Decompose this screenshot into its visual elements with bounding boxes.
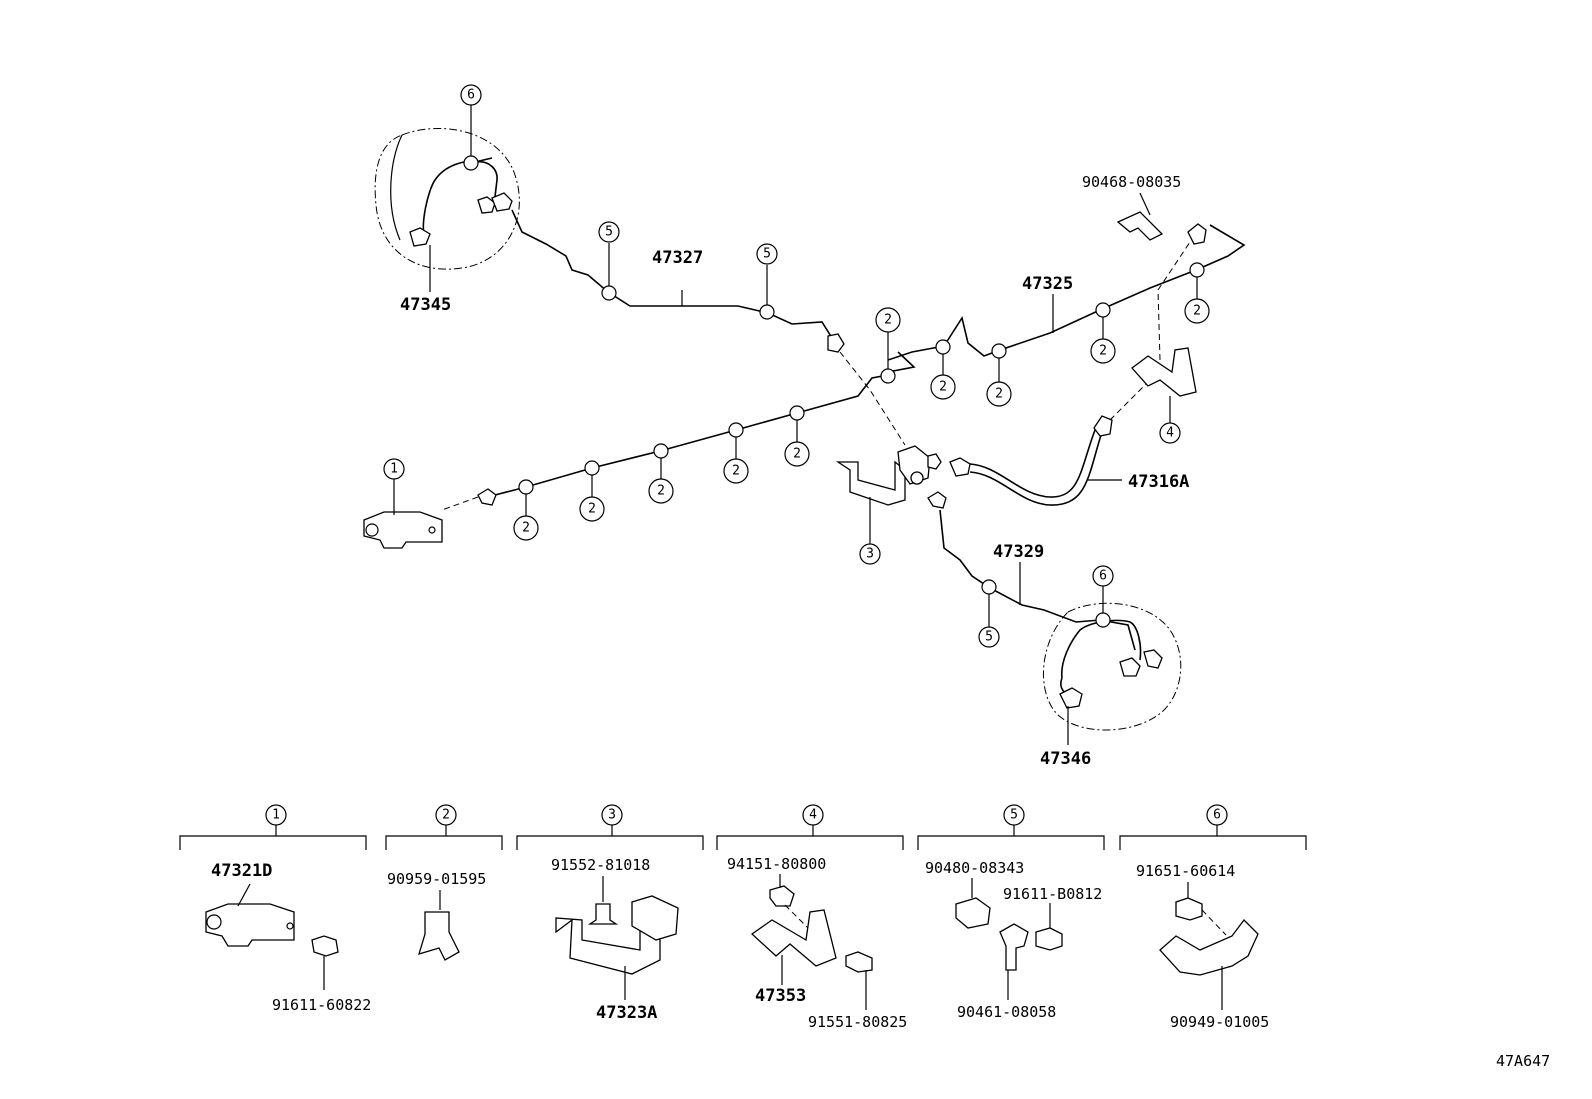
svg-text:5: 5 [1010,808,1018,823]
group-4-index: 4 [802,804,824,826]
legend-part-47321D [205,903,295,947]
svg-text:5: 5 [763,247,771,262]
callout-2h: 2 [648,478,674,504]
label-91552-81018[interactable]: 91552-81018 [551,856,650,874]
left-brake-drum [374,128,520,270]
svg-text:2: 2 [588,502,596,517]
callout-2i: 2 [723,458,749,484]
junction-bracket [835,445,942,506]
svg-text:3: 3 [866,547,874,562]
nut-94151-80800 [769,885,795,907]
clamp-90461-08058 [999,923,1029,971]
grommet-90480-08343 [955,897,991,929]
label-91611-B0812[interactable]: 91611-B0812 [1003,885,1102,903]
svg-text:5: 5 [605,225,613,240]
label-90949-01005[interactable]: 90949-01005 [1170,1013,1269,1031]
label-47321D[interactable]: 47321D [211,861,272,881]
callout-4: 4 [1159,422,1181,444]
bolt-91611-B0812 [1035,927,1063,951]
callout-6b: 6 [1092,565,1114,587]
callout-2e: 2 [1184,298,1210,324]
label-91611-60822[interactable]: 91611-60822 [272,996,371,1014]
clamp-1 [363,511,443,549]
bolt-91651-60614 [1175,897,1203,921]
bolt-91552-81018 [587,903,619,925]
svg-text:1: 1 [390,462,398,477]
svg-text:2: 2 [793,447,801,462]
label-90480-08343[interactable]: 90480-08343 [925,859,1024,877]
callout-2a: 2 [875,307,901,333]
brake-tube-main [494,374,889,496]
svg-text:2: 2 [657,484,665,499]
bolt-91611-60822 [311,935,339,957]
group-1-index: 1 [265,804,287,826]
right-brake-drum [1042,602,1182,731]
label-47353[interactable]: 47353 [755,986,806,1006]
label-94151-80800[interactable]: 94151-80800 [727,855,826,873]
svg-text:3: 3 [608,808,616,823]
bracket-90949-01005 [1159,919,1259,976]
callout-2g: 2 [579,496,605,522]
svg-text:2: 2 [1193,304,1201,319]
callout-6a: 6 [460,84,482,106]
group-5-index: 5 [1003,804,1025,826]
svg-text:6: 6 [467,88,475,103]
callout-1: 1 [383,458,405,480]
label-91651-60614[interactable]: 91651-60614 [1136,862,1235,880]
svg-text:6: 6 [1213,808,1221,823]
svg-text:2: 2 [732,464,740,479]
svg-text:2: 2 [995,387,1003,402]
svg-text:5: 5 [985,630,993,645]
callout-5a: 5 [598,221,620,243]
svg-text:4: 4 [1166,426,1174,441]
callout-5c: 5 [978,626,1000,648]
group-2-index: 2 [435,804,457,826]
svg-text:1: 1 [272,808,280,823]
callout-2d: 2 [1090,338,1116,364]
label-47316A[interactable]: 47316A [1128,472,1189,492]
label-90468-08035[interactable]: 90468-08035 [1082,173,1181,191]
callout-3: 3 [859,543,881,565]
svg-text:6: 6 [1099,569,1107,584]
brake-tube-47327 [511,209,833,339]
legend-brackets [179,824,1307,850]
bracket-47353 [750,909,837,967]
label-47325[interactable]: 47325 [1022,274,1073,294]
label-47327[interactable]: 47327 [652,248,703,268]
callout-5b: 5 [756,243,778,265]
callout-2b: 2 [930,374,956,400]
callout-2f: 2 [513,515,539,541]
svg-text:2: 2 [522,521,530,536]
svg-text:2: 2 [1099,344,1107,359]
diagram-reference: 47A647 [1496,1052,1550,1070]
svg-text:4: 4 [809,808,817,823]
label-47345[interactable]: 47345 [400,295,451,315]
label-90461-08058[interactable]: 90461-08058 [957,1003,1056,1021]
label-47329[interactable]: 47329 [993,542,1044,562]
bolt-91551-80825 [845,951,873,973]
label-90959-01595[interactable]: 90959-01595 [387,870,486,888]
group-6-index: 6 [1206,804,1228,826]
svg-text:2: 2 [939,380,947,395]
brake-hose-47316A [969,429,1096,498]
label-47323A[interactable]: 47323A [596,1003,657,1023]
label-91551-80825[interactable]: 91551-80825 [808,1013,907,1031]
label-47346[interactable]: 47346 [1040,749,1091,769]
svg-text:2: 2 [442,808,450,823]
clip-90959-01595 [418,911,460,961]
callout-2c: 2 [986,381,1012,407]
svg-text:2: 2 [884,313,892,328]
callout-2j: 2 [784,441,810,467]
group-3-index: 3 [601,804,623,826]
